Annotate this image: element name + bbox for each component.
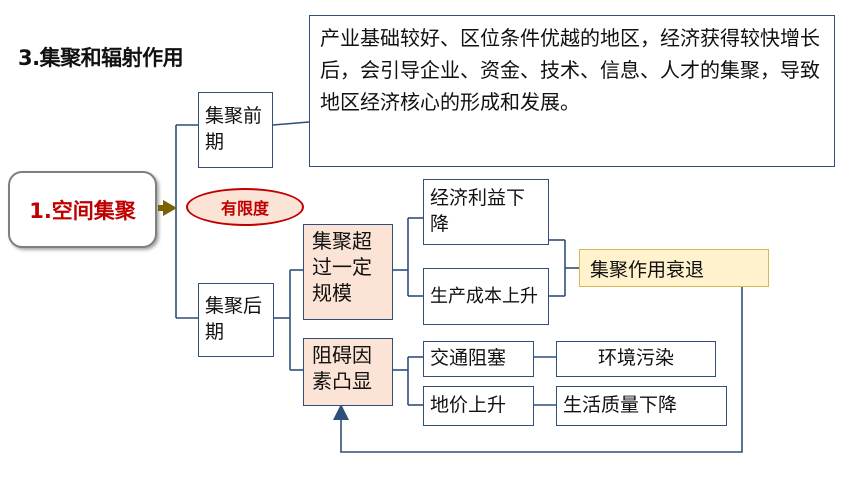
- decline-box: 集聚作用衰退: [579, 249, 769, 287]
- section-title: 3.集聚和辐射作用: [18, 46, 184, 70]
- benefit-drop-box: 经济利益下降: [423, 179, 549, 245]
- over-scale-box: 集聚超过一定规模: [303, 224, 393, 320]
- arrow-right-icon: [163, 200, 177, 216]
- early-stage-box: 集聚前期: [198, 92, 273, 168]
- land-price-box: 地价上升: [423, 386, 534, 426]
- description-box: 产业基础较好、区位条件优越的地区，经济获得较快增长后，会引导企业、资金、技术、信…: [309, 15, 835, 167]
- cost-rise-box: 生产成本上升: [423, 268, 549, 325]
- obstacles-box: 阻碍因素凸显: [303, 338, 393, 406]
- life-quality-box: 生活质量下降: [556, 386, 727, 426]
- arrow-shaft: [158, 205, 166, 211]
- root-node: 1.空间集聚: [8, 171, 157, 248]
- late-stage-box: 集聚后期: [198, 283, 274, 357]
- traffic-box: 交通阻塞: [423, 341, 534, 377]
- limit-ellipse: 有限度: [186, 188, 304, 226]
- pollution-box: 环境污染: [556, 341, 716, 377]
- feedback-arrow: [333, 287, 743, 453]
